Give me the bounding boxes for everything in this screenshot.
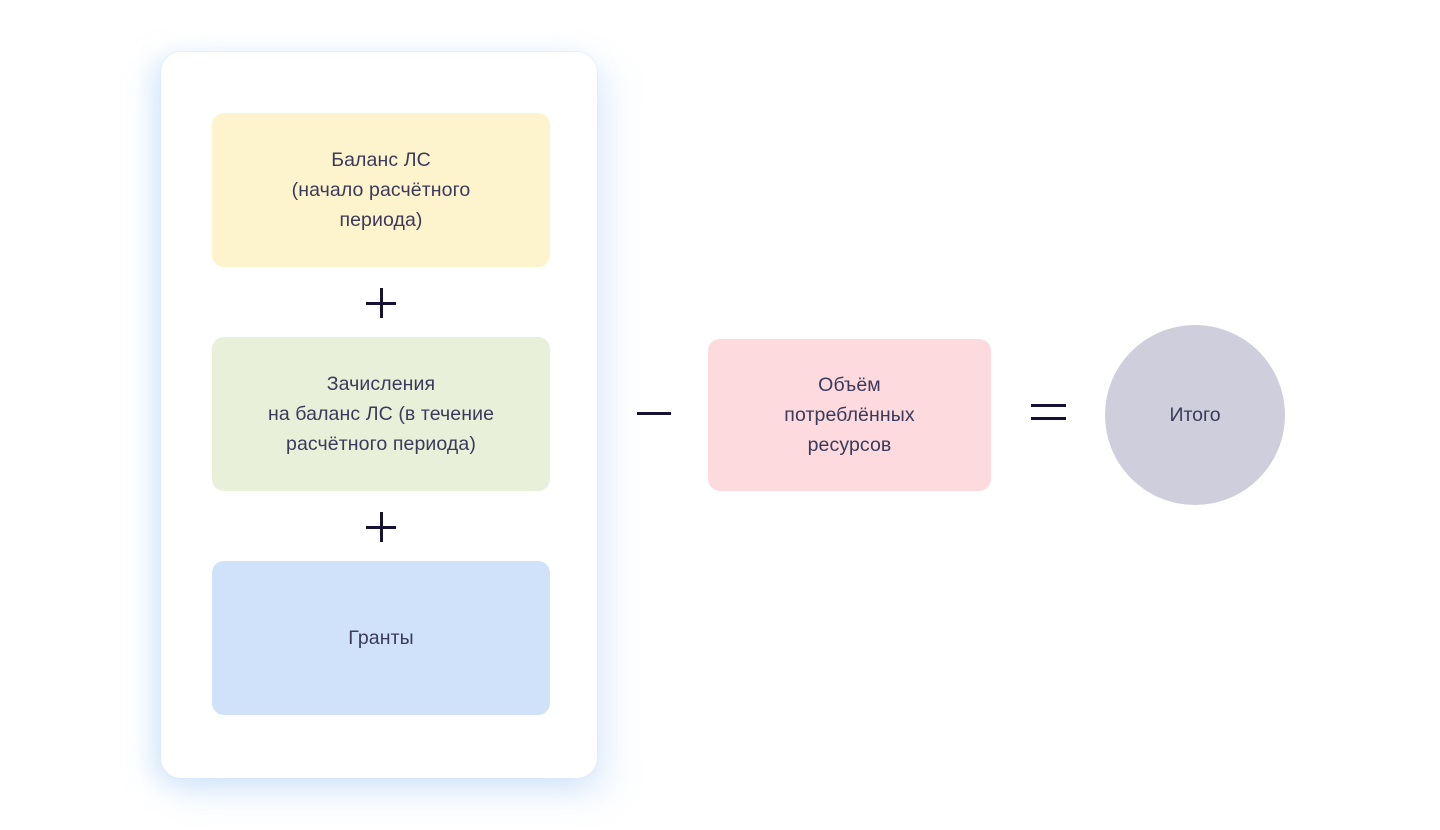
equals-icon bbox=[1031, 404, 1066, 423]
plus-icon bbox=[366, 288, 396, 318]
card-credits-to-balance[interactable]: Зачисления на баланс ЛС (в течение расчё… bbox=[212, 337, 550, 491]
plus-icon bbox=[366, 512, 396, 542]
card-consumed-resources[interactable]: Объём потреблённых ресурсов bbox=[708, 339, 991, 491]
card-balance-start-of-period[interactable]: Баланс ЛС (начало расчётного периода) bbox=[212, 113, 550, 267]
minus-icon bbox=[637, 412, 671, 415]
card-grants[interactable]: Гранты bbox=[212, 561, 550, 715]
circle-total-result[interactable]: Итого bbox=[1105, 325, 1285, 505]
